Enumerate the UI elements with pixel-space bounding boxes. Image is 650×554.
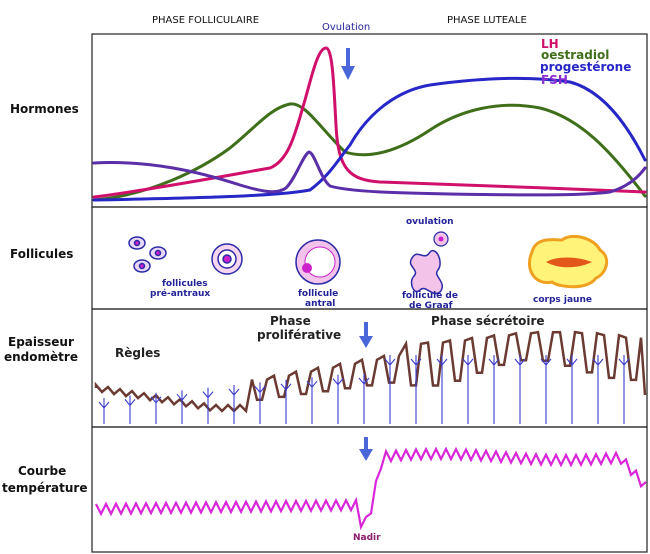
- row-label-follicles: Follicules: [10, 247, 73, 261]
- blood-vessel: [462, 355, 474, 424]
- blood-vessel: [228, 385, 240, 424]
- label-proliferative-1: Phase: [270, 314, 311, 328]
- corpus-luteum-icon: [528, 234, 609, 289]
- label-corpus-luteum: corps jaune: [533, 295, 592, 305]
- blood-vessel: [618, 355, 630, 424]
- row-label-temperature-2: température: [2, 481, 87, 495]
- legend-oestradiol: oestradiol: [541, 48, 609, 62]
- row-label-endometrium-2: endomètre: [4, 350, 78, 364]
- row-label-temperature-1: Courbe: [18, 464, 66, 478]
- arrow-down-icon: [359, 322, 373, 348]
- endometrium-illustration: [94, 330, 647, 424]
- panel-frames: [91, 33, 648, 553]
- label-antral-2: antral: [305, 299, 335, 309]
- header-luteal-phase: PHASE LUTEALE: [447, 15, 527, 26]
- blood-vessel: [592, 355, 604, 424]
- legend: LH oestradiol progestérone FSH: [540, 37, 631, 87]
- blood-vessel: [254, 382, 266, 424]
- legend-progesterone: progestérone: [540, 60, 631, 74]
- blood-vessel: [176, 390, 188, 424]
- blood-vessel: [540, 355, 552, 424]
- endometrium-panel: [91, 308, 648, 428]
- blood-vessel: [124, 395, 136, 424]
- blood-vessel: [384, 355, 396, 424]
- blood-vessel: [280, 379, 292, 424]
- ovulation-arrows: [341, 48, 373, 461]
- label-graaf-2: de Graaf: [409, 301, 453, 311]
- curve-fsh: [92, 150, 647, 197]
- curve-lh: [92, 46, 647, 199]
- endometrium-surface: [94, 330, 647, 414]
- label-regles: Règles: [115, 346, 160, 360]
- label-graaf-1: follicule de: [402, 291, 458, 301]
- header-follicular-phase: PHASE FOLLICULAIRE: [152, 15, 259, 26]
- label-preantral-2: pré-antraux: [150, 288, 210, 299]
- temperature-panel: [91, 426, 648, 553]
- label-ovulation: ovulation: [406, 217, 454, 227]
- label-preantral-1: follicules: [162, 279, 208, 289]
- endometrium-labels: Règles Phase proliférative Phase sécréto…: [115, 314, 545, 360]
- arrow-down-icon: [341, 48, 355, 80]
- blood-vessel: [488, 355, 500, 424]
- blood-vessel: [514, 355, 526, 424]
- graaf-follicle-icon: [409, 231, 449, 295]
- blood-vessel: [436, 355, 448, 424]
- blood-vessel: [202, 387, 214, 424]
- blood-vessel: [98, 398, 110, 424]
- legend-lh: LH: [541, 37, 559, 51]
- blood-vessel: [306, 377, 318, 424]
- temperature-curve: [95, 446, 647, 531]
- label-nadir: Nadir: [353, 533, 381, 543]
- antral-follicle-icon: [295, 239, 341, 285]
- legend-fsh: FSH: [541, 73, 568, 87]
- blood-vessel: [358, 374, 370, 424]
- follicle-labels: follicules pré-antraux follicule antral …: [150, 217, 592, 311]
- blood-vessel: [566, 355, 578, 424]
- label-proliferative-2: proliférative: [257, 328, 341, 342]
- blood-vessels: [98, 355, 630, 424]
- blood-vessel: [410, 355, 422, 424]
- arrow-down-icon: [359, 437, 373, 461]
- follicle-illustrations: [128, 231, 609, 295]
- curve-progesterone: [92, 76, 647, 202]
- blood-vessel: [332, 374, 344, 424]
- row-label-hormones: Hormones: [10, 102, 79, 116]
- row-label-endometrium-1: Epaisseur: [8, 335, 74, 349]
- preantral-follicles-icon: [128, 236, 243, 275]
- label-secretory-phase: Phase sécrétoire: [431, 314, 545, 328]
- label-antral-1: follicule: [298, 289, 338, 299]
- hormone-curves: [92, 46, 647, 202]
- blood-vessel: [150, 392, 162, 424]
- header-ovulation: Ovulation: [322, 22, 370, 33]
